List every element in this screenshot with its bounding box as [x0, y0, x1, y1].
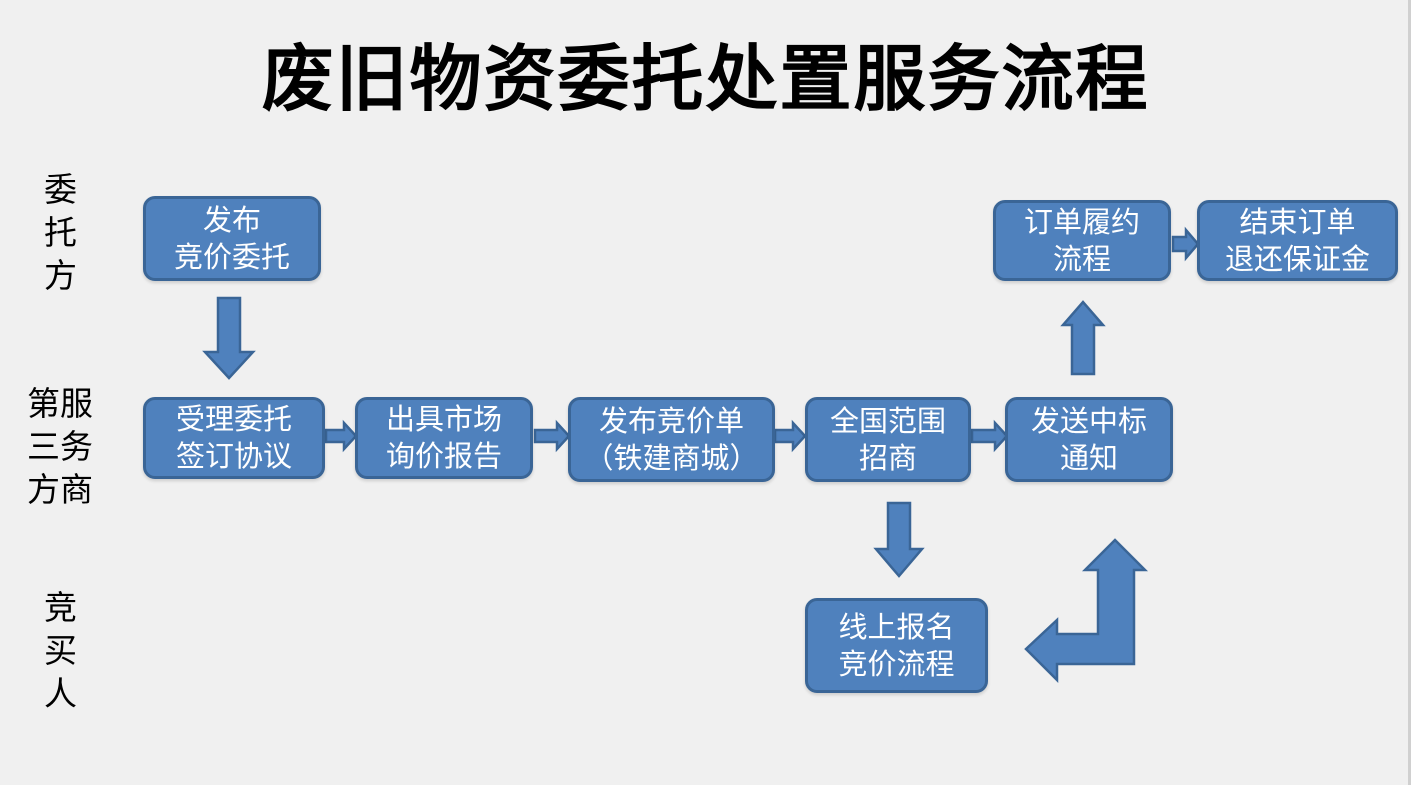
arrow-down-entrust-to-accept: [202, 296, 256, 380]
arrow-right-bid-to-invite: [773, 419, 807, 453]
diagram-title: 废旧物资委托处置服务流程: [261, 36, 1150, 121]
arrow-right-invite-to-notice: [970, 419, 1009, 453]
arrow-right-accept-to-report: [324, 419, 358, 453]
lane-label-client: 委 托 方: [44, 170, 77, 295]
step-send-notice: 发送中标 通知: [1005, 397, 1173, 482]
step-publish-entrust: 发布 竞价委托: [143, 196, 321, 281]
step-order-fulfill: 订单履约 流程: [993, 200, 1171, 281]
right-border: [1408, 0, 1411, 785]
step-close-order: 结束订单 退还保证金: [1197, 200, 1398, 281]
step-national-invite: 全国范围 招商: [805, 397, 971, 482]
step-publish-bid: 发布竞价单 （铁建商城）: [568, 397, 775, 482]
arrow-down-invite-to-online: [873, 501, 925, 578]
lane-label-buyer: 竞 买 人: [44, 588, 77, 713]
step-market-report: 出具市场 询价报告: [355, 397, 533, 479]
arrow-up-notice-to-fulfill: [1060, 300, 1106, 376]
arrow-right-fulfill-to-close: [1171, 226, 1200, 262]
arrow-right-report-to-bid: [533, 419, 571, 453]
lane-label-service: 第服 三务 方商: [27, 384, 93, 509]
step-online-bid: 线上报名 竞价流程: [805, 598, 988, 693]
step-accept-sign: 受理委托 签订协议: [143, 397, 325, 479]
arrow-bent-online-to-notice: [1024, 538, 1149, 684]
